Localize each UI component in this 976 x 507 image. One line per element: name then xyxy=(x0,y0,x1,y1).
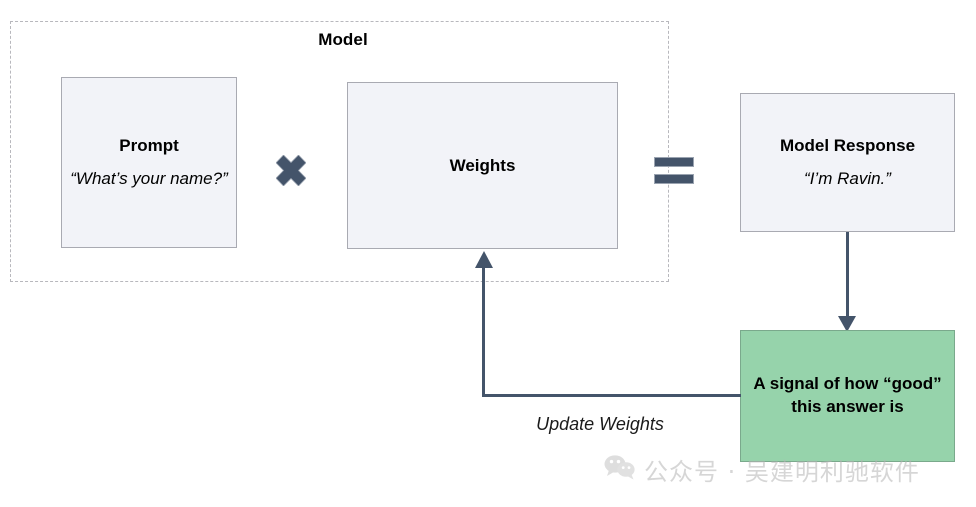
equals-bar-top xyxy=(654,157,694,167)
edge-update-weights-vertical xyxy=(482,268,485,397)
node-prompt-subtitle: “What’s your name?” xyxy=(70,169,228,189)
node-weights-title: Weights xyxy=(449,155,516,175)
node-model-response-subtitle: “I’m Ravin.” xyxy=(804,169,891,189)
model-group-title: Model xyxy=(318,30,368,49)
node-model-response-title: Model Response xyxy=(779,135,916,155)
node-weights: Weights xyxy=(347,82,618,249)
node-prompt: Prompt “What’s your name?” xyxy=(61,77,237,248)
node-model-response: Model Response “I’m Ravin.” xyxy=(740,93,955,232)
arrow-up-icon xyxy=(475,251,493,268)
node-reward-signal-text: A signal of how “good” this answer is xyxy=(753,374,942,416)
wechat-icon xyxy=(604,454,636,485)
edge-response-to-reward xyxy=(846,232,849,320)
arrow-down-icon xyxy=(838,316,856,332)
node-reward-signal: A signal of how “good” this answer is xyxy=(740,330,955,462)
equals-bar-bottom xyxy=(654,174,694,184)
edge-update-weights-label: Update Weights xyxy=(536,414,664,434)
equals-icon xyxy=(654,157,694,184)
node-prompt-title: Prompt xyxy=(119,135,179,155)
model-group-frame xyxy=(10,21,669,282)
multiply-icon xyxy=(275,154,307,187)
edge-update-weights-horizontal xyxy=(482,394,741,397)
